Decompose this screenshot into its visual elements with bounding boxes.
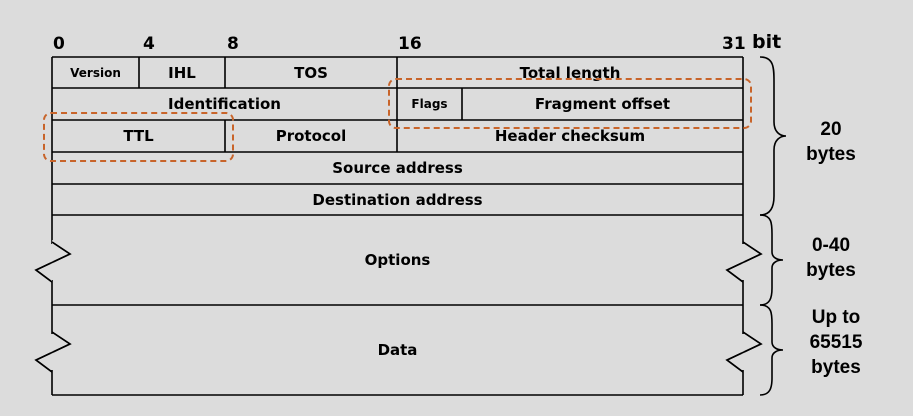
field-destination-address: Destination address	[312, 190, 483, 209]
bit-tick-16: 16	[398, 34, 422, 54]
size-label-data-value: 65515	[809, 332, 863, 353]
highlight-flags-fragment-offset	[388, 78, 752, 129]
bit-unit-label: bit	[752, 31, 782, 53]
bit-tick-8: 8	[227, 34, 239, 54]
brace-options	[759, 214, 784, 306]
size-label-header-unit: bytes	[806, 144, 856, 165]
size-label-data-unit: bytes	[811, 357, 861, 378]
field-header-checksum: Header checksum	[494, 127, 646, 145]
field-data: Data	[377, 341, 418, 359]
field-flags: Flags	[411, 97, 448, 111]
size-label-header: 20 bytes	[796, 117, 866, 167]
field-source-address: Source address	[332, 159, 463, 177]
field-ihl: IHL	[168, 63, 196, 82]
size-label-options-unit: bytes	[806, 260, 856, 281]
size-label-header-value: 20	[820, 119, 842, 140]
size-label-data-prefix: Up to	[811, 307, 861, 328]
field-total-length: Total length	[519, 63, 621, 82]
field-options: Options	[364, 251, 431, 269]
bit-tick-0: 0	[53, 34, 65, 54]
size-label-options: 0-40 bytes	[796, 233, 866, 283]
highlight-ttl	[43, 112, 234, 162]
field-fragment-offset: Fragment offset	[534, 95, 671, 113]
field-identification: Identification	[168, 95, 281, 113]
size-label-options-value: 0-40	[811, 235, 851, 256]
field-version: Version	[70, 65, 121, 80]
bit-tick-31: 31	[722, 34, 746, 54]
size-label-data: Up to 65515 bytes	[796, 305, 876, 380]
bit-tick-4: 4	[143, 34, 155, 54]
field-tos: TOS	[294, 63, 328, 82]
brace-header	[759, 56, 787, 216]
brace-data	[759, 304, 784, 396]
field-protocol: Protocol	[275, 127, 347, 145]
field-ttl: TTL	[123, 127, 154, 145]
